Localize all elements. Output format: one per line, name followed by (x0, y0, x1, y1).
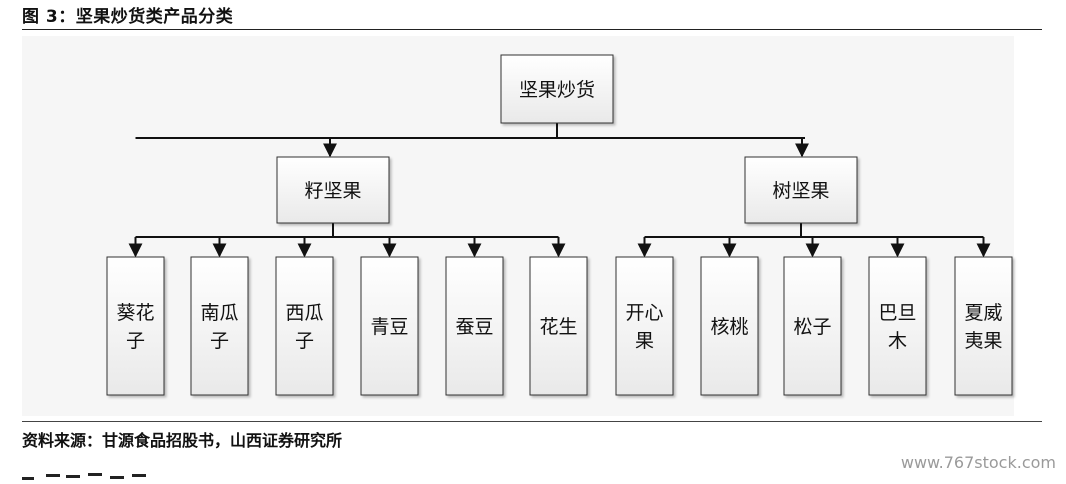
node-leaf-2-4-label: 木 (888, 330, 907, 352)
node-leaf-1-6-label: 花生 (539, 316, 577, 338)
node-leaf-2-4: 巴旦木 (868, 256, 927, 396)
node-leaf-2-4-box (868, 256, 927, 396)
node-leaf-2-2-label: 核桃 (710, 316, 748, 338)
node-leaf-1-2-label: 子 (210, 330, 229, 352)
figure-title: 图 3：坚果炒货类产品分类 (22, 7, 234, 27)
node-leaf-2-3-label: 松子 (793, 316, 831, 338)
node-leaf-2-5-label: 夷果 (964, 330, 1002, 352)
node-leaf-2-5-box (954, 256, 1013, 396)
next-heading-cropped (22, 470, 242, 484)
node-leaf-2-1-box (615, 256, 674, 396)
node-leaf-1-4-box (360, 256, 419, 396)
node-branch-2: 树坚果 (744, 156, 858, 224)
node-branch-2-box (744, 156, 858, 224)
node-leaf-1-5-label: 蚕豆 (455, 316, 493, 338)
node-leaf-1-3-label: 西瓜 (285, 302, 323, 324)
node-group: 坚果炒货籽坚果葵花子南瓜子西瓜子青豆蚕豆花生树坚果开心果核桃松子巴旦木夏威夷果 (106, 54, 1013, 396)
node-leaf-1-2: 南瓜子 (190, 256, 249, 396)
node-leaf-1-1-box (106, 256, 165, 396)
node-leaf-1-5: 蚕豆 (445, 256, 504, 396)
node-leaf-1-1-label: 子 (126, 330, 145, 352)
node-root-box (500, 54, 614, 124)
node-branch-1-label: 籽坚果 (304, 180, 361, 202)
node-leaf-2-3: 松子 (783, 256, 842, 396)
node-leaf-1-3-label: 子 (295, 330, 314, 352)
node-leaf-2-1-label: 果 (635, 330, 654, 352)
cropped-text-glyphs (22, 473, 146, 480)
node-root: 坚果炒货 (500, 54, 614, 124)
node-leaf-2-4-label: 巴旦 (878, 302, 916, 324)
node-branch-2-label: 树坚果 (772, 180, 829, 202)
node-leaf-1-6: 花生 (529, 256, 588, 396)
node-branch-1-box (276, 156, 390, 224)
connector-lines (128, 123, 991, 258)
node-leaf-1-5-box (445, 256, 504, 396)
node-leaf-1-1: 葵花子 (106, 256, 165, 396)
watermark: www.767stock.com (900, 453, 1056, 472)
node-leaf-2-2: 核桃 (700, 256, 759, 396)
node-leaf-1-3: 西瓜子 (275, 256, 334, 396)
source-divider (22, 421, 1042, 422)
node-branch-1: 籽坚果 (276, 156, 390, 224)
node-leaf-1-6-box (529, 256, 588, 396)
node-leaf-2-1: 开心果 (615, 256, 674, 396)
title-divider (22, 29, 1042, 30)
source-note: 资料来源：甘源食品招股书，山西证券研究所 (22, 431, 343, 450)
node-leaf-1-4-label: 青豆 (370, 316, 408, 338)
node-leaf-1-2-box (190, 256, 249, 396)
node-root-label: 坚果炒货 (519, 79, 595, 101)
node-leaf-2-1-label: 开心 (625, 302, 663, 324)
node-leaf-1-1-label: 葵花 (116, 302, 154, 324)
node-leaf-1-2-label: 南瓜 (200, 302, 238, 324)
node-leaf-2-3-box (783, 256, 842, 396)
node-leaf-2-5-label: 夏威 (964, 302, 1002, 324)
node-leaf-2-2-box (700, 256, 759, 396)
node-leaf-1-3-box (275, 256, 334, 396)
node-leaf-1-4: 青豆 (360, 256, 419, 396)
